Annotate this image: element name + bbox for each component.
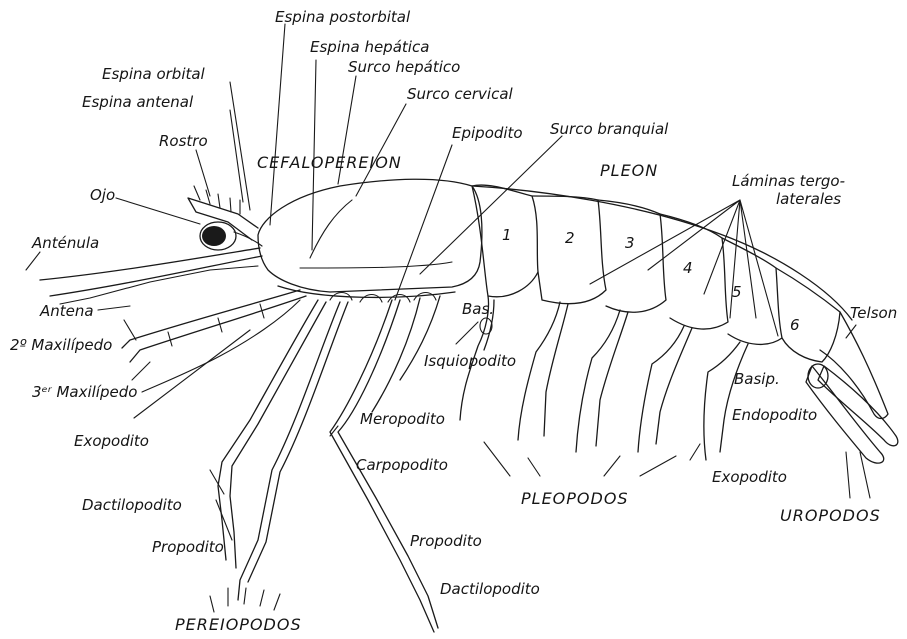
- uropod-outer: [818, 366, 898, 446]
- segment-number-3: 3: [625, 234, 635, 252]
- label-espina-antenal: Espina antenal: [82, 93, 194, 111]
- antennule-flagellum-1: [40, 248, 260, 280]
- label-bas: Bas.: [462, 300, 494, 318]
- label-exopodito-left: Exopodito: [74, 432, 149, 450]
- label-dactilopodito-right: Dactilopodito: [440, 580, 540, 598]
- antennule-flagellum-2: [50, 256, 262, 296]
- label-surco-hepatico: Surco hepático: [348, 58, 460, 76]
- leader-3-maxilipedo: [132, 362, 150, 380]
- label-carpopodito: Carpopodito: [356, 456, 448, 474]
- leader-lines: [26, 24, 870, 612]
- labels: Espina postorbital Espina hepática Surco…: [10, 8, 897, 634]
- leader-telson: [846, 325, 856, 338]
- label-pleopodos: PLEOPODOS: [521, 489, 629, 508]
- label-cefalopereion: CEFALOPEREION: [257, 153, 402, 172]
- label-espina-postorbital: Espina postorbital: [275, 8, 411, 26]
- pleon-segment-6: [776, 268, 840, 362]
- segment-number-4: 4: [683, 259, 693, 277]
- label-antena: Antena: [39, 302, 94, 320]
- leader-antena: [98, 306, 130, 310]
- label-meropodito: Meropodito: [360, 410, 445, 428]
- label-uropodos: UROPODOS: [780, 506, 881, 525]
- leader-espina-orbital: [230, 82, 250, 210]
- pleopod-3: [576, 310, 620, 452]
- pleopod-2b: [544, 304, 568, 436]
- label-propodito-right: Propodito: [410, 532, 482, 550]
- leader-rostro: [196, 150, 210, 196]
- leader-exopodito-left: [134, 330, 250, 418]
- label-2-maxilipedo: 2º Maxilípedo: [10, 336, 112, 354]
- label-espina-orbital: Espina orbital: [102, 65, 206, 83]
- maxilliped-3: [130, 296, 306, 362]
- maxilliped-2: [122, 290, 300, 348]
- pleon-segment-4: [660, 214, 728, 329]
- pereiopod-2b: [248, 302, 348, 582]
- pleon-segment-3: [598, 200, 666, 312]
- leader-pereiopodos: [210, 588, 280, 612]
- pleopod-4b: [656, 328, 692, 444]
- leader-epipodito: [395, 145, 452, 300]
- label-dactilopodito-left: Dactilopodito: [82, 496, 182, 514]
- segment-number-1: 1: [502, 226, 512, 244]
- label-epipodito: Epipodito: [452, 124, 523, 142]
- label-pereiopodos: PEREIOPODOS: [175, 615, 302, 634]
- label-isquiopodito: Isquiopodito: [424, 352, 516, 370]
- leader-dactilopodito-left: [210, 470, 224, 494]
- label-rostro: Rostro: [159, 132, 208, 150]
- pleon-segment-numbers: 1 2 3 4 5 6: [502, 226, 800, 334]
- label-antenula: Anténula: [31, 234, 99, 252]
- pleon-segment-2: [532, 196, 606, 304]
- label-telson: Telson: [850, 304, 897, 322]
- leader-antenula: [26, 252, 40, 270]
- label-endopodito: Endopodito: [732, 406, 817, 424]
- pleopod-5: [704, 342, 740, 460]
- leader-espina-postorbital: [270, 24, 285, 225]
- label-pleon: PLEON: [600, 161, 658, 180]
- label-laminas-line-2: laterales: [776, 190, 841, 208]
- label-basip: Basip.: [734, 370, 780, 388]
- pleopod-4: [638, 326, 684, 452]
- leader-surco-branquial: [420, 136, 562, 274]
- label-propodito-left: Propodito: [152, 538, 224, 556]
- eye-pigment: [202, 226, 226, 246]
- cervical-groove: [310, 200, 352, 258]
- label-exopodito-right: Exopodito: [712, 468, 787, 486]
- pleopod-2: [518, 302, 560, 440]
- label-laminas-line-1: Láminas tergo-: [732, 172, 845, 190]
- pereiopod-2: [238, 302, 340, 600]
- label-surco-cervical: Surco cervical: [407, 85, 514, 103]
- leader-2-maxilipedo: [124, 320, 136, 340]
- antenna-scale: [60, 266, 258, 304]
- segment-number-6: 6: [790, 316, 800, 334]
- uropod-base: [808, 364, 828, 388]
- leader-ojo: [116, 198, 200, 224]
- rostrum-teeth: [194, 186, 240, 214]
- leader-isquiopodito: [456, 322, 478, 344]
- exopodite-branch: [142, 300, 300, 392]
- leader-surco-cervical: [356, 104, 406, 196]
- pleopod-3b: [596, 312, 628, 446]
- segment-number-5: 5: [732, 283, 742, 301]
- leader-pleopodos: [484, 442, 700, 476]
- pereiopod-4: [372, 298, 420, 412]
- label-surco-branquial: Surco branquial: [550, 120, 669, 138]
- label-ojo: Ojo: [90, 186, 115, 204]
- label-espina-hepatica: Espina hepática: [310, 38, 429, 56]
- segment-number-2: 2: [565, 229, 575, 247]
- label-3-maxilipedo: 3ᵉʳ Maxilípedo: [32, 383, 137, 401]
- carapace: [258, 179, 482, 292]
